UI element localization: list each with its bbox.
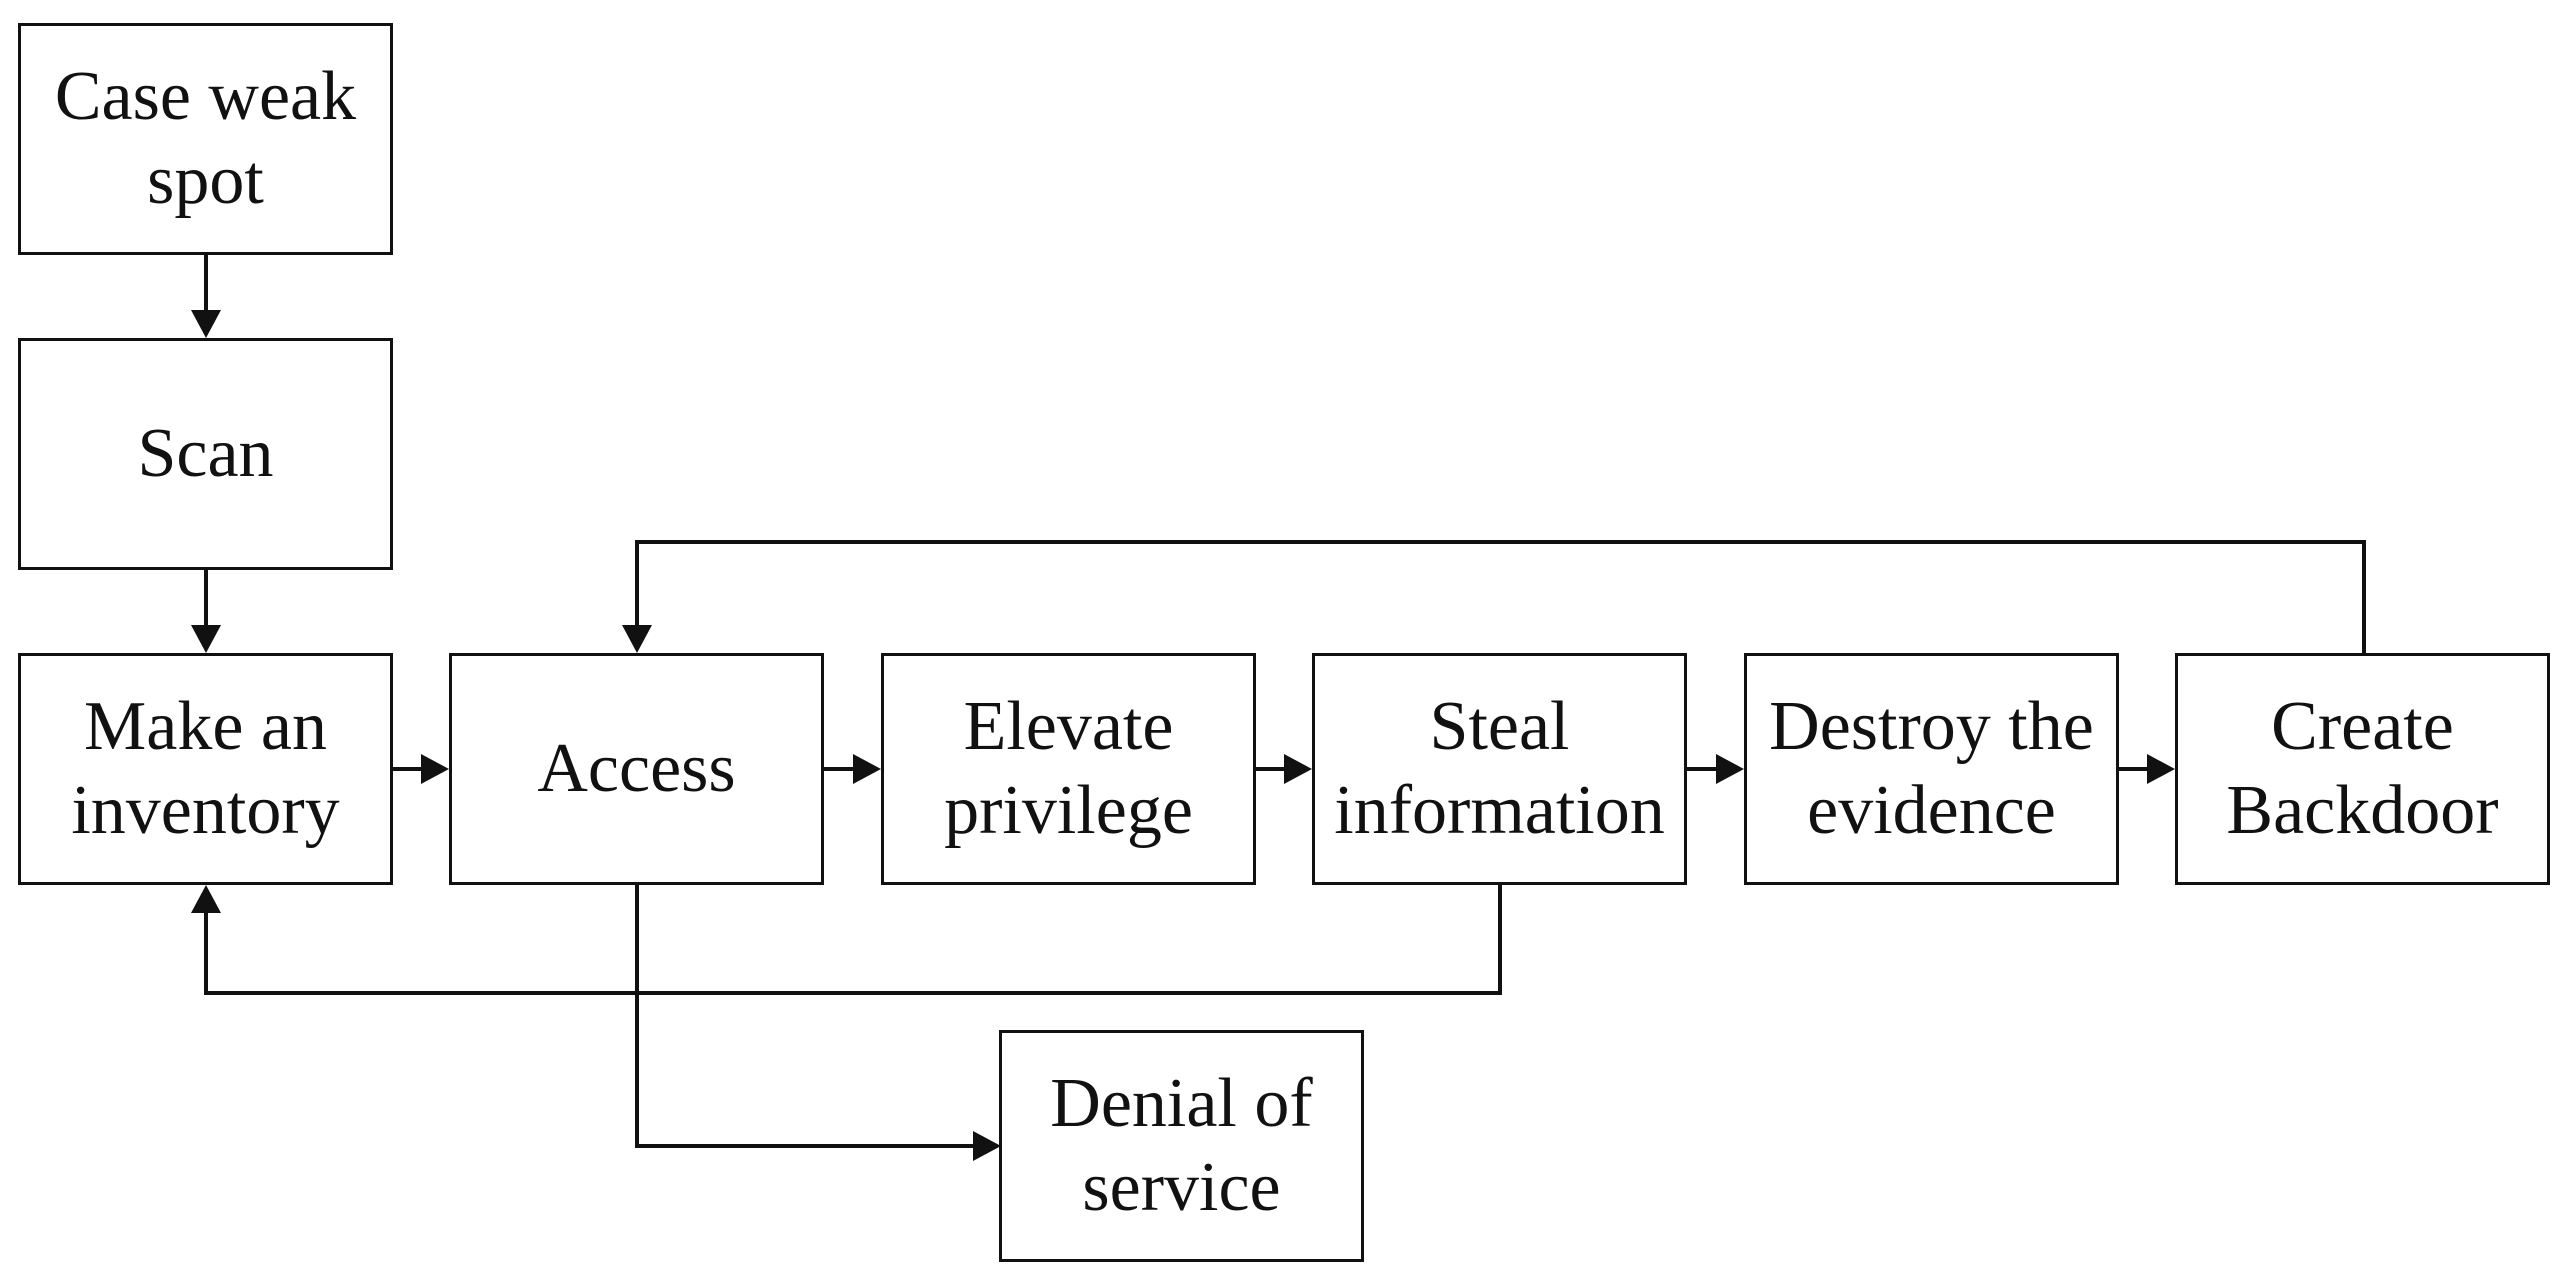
- node-label: Create Backdoor: [2226, 688, 2499, 849]
- arrowhead-right: [973, 1131, 1001, 1161]
- arrowhead-down: [191, 625, 221, 653]
- node-destroy-evidence: Destroy the evidence: [1744, 653, 2119, 885]
- node-label: Denial of service: [1050, 1065, 1313, 1226]
- connector-scan-to-inventory: [204, 570, 208, 628]
- connector-access-to-dos: [635, 1144, 975, 1148]
- connector-elevate-to-steal: [1256, 767, 1286, 771]
- node-create-backdoor: Create Backdoor: [2175, 653, 2550, 885]
- arrowhead-right: [1716, 754, 1744, 784]
- node-label: Scan: [137, 415, 274, 492]
- connector-inventory-to-access: [393, 767, 423, 771]
- node-access: Access: [449, 653, 824, 885]
- connector-steal-loop-bottom: [204, 991, 1502, 995]
- arrowhead-right: [421, 754, 449, 784]
- connector-destroy-to-backdoor: [2119, 767, 2149, 771]
- node-label: Make an inventory: [71, 688, 340, 849]
- node-steal-information: Steal information: [1312, 653, 1687, 885]
- arrowhead-right: [853, 754, 881, 784]
- connector-case-to-scan: [204, 255, 208, 313]
- connector-steal-loop-down: [1498, 885, 1502, 995]
- node-label: Steal information: [1334, 688, 1665, 849]
- connector-backdoor-loop-down: [635, 540, 639, 628]
- node-label: Access: [537, 730, 736, 807]
- node-elevate-privilege: Elevate privilege: [881, 653, 1256, 885]
- node-label: Destroy the evidence: [1769, 688, 2094, 849]
- connector-backdoor-loop-up: [2362, 540, 2366, 653]
- node-case-weak-spot: Case weak spot: [18, 23, 393, 255]
- arrowhead-down: [191, 310, 221, 338]
- node-denial-of-service: Denial of service: [999, 1030, 1364, 1262]
- node-scan: Scan: [18, 338, 393, 570]
- arrowhead-down: [622, 625, 652, 653]
- node-label: Case weak spot: [54, 58, 357, 219]
- arrowhead-right: [1284, 754, 1312, 784]
- node-label: Elevate privilege: [944, 688, 1193, 849]
- arrowhead-right: [2147, 754, 2175, 784]
- connector-access-down: [635, 885, 639, 1148]
- node-make-inventory: Make an inventory: [18, 653, 393, 885]
- connector-backdoor-loop-top: [635, 540, 2366, 544]
- arrowhead-up: [191, 885, 221, 913]
- connector-access-to-elevate: [824, 767, 855, 771]
- connector-steal-loop-up: [204, 910, 208, 995]
- connector-steal-to-destroy: [1687, 767, 1718, 771]
